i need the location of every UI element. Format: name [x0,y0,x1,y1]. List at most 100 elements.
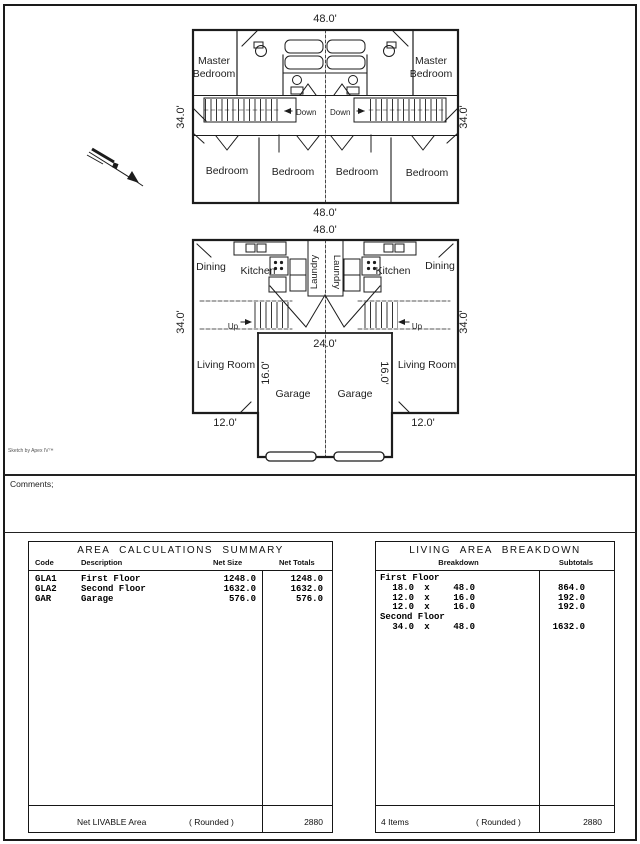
cell-code: GLA1 [35,574,57,584]
room-label-dining-left: Dining [196,261,226,273]
comments-label: Comments; [10,479,54,489]
cell-operator: x [424,592,430,603]
garage-door-left [265,451,317,462]
stairs-label-up-right: Up [412,322,423,331]
column-divider [539,570,540,832]
room-label-master-left-2: Bedroom [193,68,236,80]
cell-net-totals: 1632.0 [290,584,323,594]
dim-34-right-floor2: 34.0' [458,105,470,129]
footer-total: 2880 [583,817,602,827]
dim-34-left-floor1: 34.0' [175,310,187,334]
second-floor-plan: 48.0' 48.0' 34.0' 34.0' Master Bedroom M… [175,13,470,219]
footer-rule [376,805,614,806]
room-label-bedroom-2: Bedroom [272,166,315,178]
living-breakdown-footer: 4 Items ( Rounded ) 2880 [376,815,614,827]
room-label-garage-left: Garage [275,388,310,400]
cell-dim-a: 12.0 [392,592,414,603]
room-label-bedroom-4: Bedroom [406,167,449,179]
area-calculations-summary-table: AREA CALCULATIONS SUMMARY Code Descripti… [28,541,333,833]
dim-16-garage-right: 16.0' [378,361,390,385]
area-summary-footer: Net LIVABLE Area ( Rounded ) 2880 [29,815,332,827]
table-row: GLA1 First Floor 1248.0 1248.0 [29,574,332,584]
dim-24-garage: 24.0' [313,338,337,350]
stairs-label-up-left: Up [228,322,239,331]
room-label-laundry-left: Laundry [309,255,320,290]
table-row: GLA2 Second Floor 1632.0 1632.0 [29,584,332,594]
area-summary-rows: GLA1 First Floor 1248.0 1248.0 GLA2 Seco… [29,574,332,604]
dim-48-bottom-floor2: 48.0' [313,207,337,219]
cell-dim-b: 16.0 [453,602,475,613]
room-label-bedroom-3: Bedroom [336,166,379,178]
comments-top-rule [4,474,636,476]
dim-12-right: 12.0' [411,417,435,429]
stairs-label-down-left: Down [296,108,316,117]
room-label-kitchen-right: Kitchen [375,265,410,277]
footer-label: Net LIVABLE Area [77,817,147,827]
room-label-master-right-2: Bedroom [410,68,453,80]
garage-door-right [333,451,385,462]
cell-description: First Floor [81,574,141,584]
cell-subtotal: 1632.0 [552,621,585,632]
header-code: Code [35,558,54,567]
door-swings [192,30,459,151]
dim-34-right-floor1: 34.0' [458,310,470,334]
cell-net-size: 1248.0 [223,574,256,584]
column-divider [262,570,263,832]
dim-34-left-floor2: 34.0' [175,105,187,129]
header-description: Description [81,558,123,567]
cell-code: GAR [35,594,52,604]
dim-12-left: 12.0' [213,417,237,429]
table-row: 34.0 x 48.0 1632.0 [376,621,614,633]
dim-16-garage-left: 16.0' [260,361,272,385]
living-breakdown-rows: First Floor 18.0 x 48.0 864.0 12.0 x 16.… [376,573,614,633]
room-label-kitchen-left: Kitchen [240,265,275,277]
room-label-living-left: Living Room [197,359,256,371]
area-summary-title: AREA CALCULATIONS SUMMARY [77,545,284,556]
stairs-down [203,97,447,123]
cell-operator: x [424,621,430,632]
header-rule [376,570,614,571]
header-net-size: Net Size [213,558,243,567]
kitchen-fixtures [233,241,417,293]
cell-description: Garage [81,594,114,604]
room-label-garage-right: Garage [337,388,372,400]
table-row: 12.0 x 16.0 192.0 [376,592,614,604]
living-area-breakdown-table: LIVING AREA BREAKDOWN Breakdown Subtotal… [375,541,615,833]
room-label-bedroom-1: Bedroom [206,165,249,177]
stairs-label-down-right: Down [330,108,350,117]
entry-door-swings [196,243,454,414]
header-rule [29,570,332,571]
cell-dim-b: 48.0 [453,582,475,593]
cell-dim-a: 12.0 [392,602,414,613]
cell-subtotal: 192.0 [557,592,585,603]
header-subtotals: Subtotals [558,558,594,567]
cell-description: Second Floor [81,584,146,594]
living-breakdown-title: LIVING AREA BREAKDOWN [409,545,581,556]
footer-total: 2880 [304,817,323,827]
cell-code: GLA2 [35,584,57,594]
cell-dim-b: 48.0 [453,621,475,632]
comments-bottom-rule [4,532,636,533]
room-label-master-left-1: Master [198,55,231,67]
room-label-living-right: Living Room [398,359,457,371]
sketch-credit: Sketch by Apex IV™ [8,448,54,454]
dim-48-top-floor1: 48.0' [313,224,337,236]
header-breakdown: Breakdown [438,558,479,567]
room-label-dining-right: Dining [425,260,455,272]
cell-net-size: 576.0 [228,594,256,604]
north-arrow-icon [86,147,144,187]
dim-48-top-floor2: 48.0' [313,13,337,25]
cell-subtotal: 864.0 [557,582,585,593]
cell-net-totals: 576.0 [295,594,323,604]
cell-dim-a: 18.0 [392,582,414,593]
table-row: GAR Garage 576.0 576.0 [29,594,332,604]
section-label: First Floor [380,573,440,583]
cell-operator: x [424,582,430,593]
stairs-up [199,300,451,330]
cell-subtotal: 192.0 [557,602,585,613]
section-label: Second Floor [380,612,445,623]
cell-operator: x [424,602,430,613]
table-row: 18.0 x 48.0 864.0 [376,582,614,594]
footer-rounded: ( Rounded ) [476,817,521,827]
